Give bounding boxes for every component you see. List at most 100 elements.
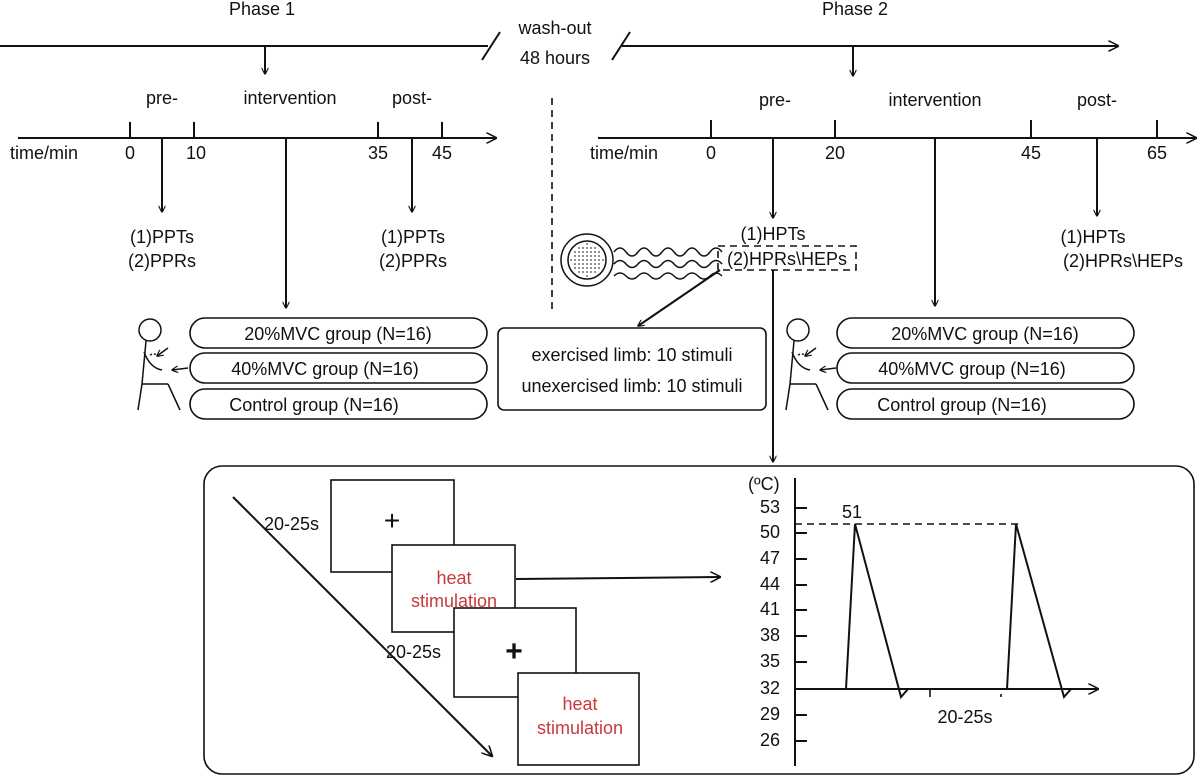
eeg-electrode-dot xyxy=(578,271,580,273)
temp-tick-label: 41 xyxy=(760,599,780,619)
eeg-electrode-dot xyxy=(586,255,588,257)
gap-bracket xyxy=(929,688,1002,697)
phase1-pre-measure-1: (1)PPTs xyxy=(130,227,194,247)
phase2-pre-label: pre- xyxy=(759,90,791,110)
eeg-electrode-dot xyxy=(574,259,576,261)
phase1-pre-label: pre- xyxy=(146,88,178,108)
timeline-break-left xyxy=(481,31,501,61)
eeg-electrode-dot xyxy=(598,255,600,257)
fixation-cross: + xyxy=(505,635,523,668)
temp-tick-label: 47 xyxy=(760,548,780,568)
eeg-electrode-dot xyxy=(590,251,592,253)
phase1-title: Phase 1 xyxy=(229,0,295,19)
seated-person-icon xyxy=(137,318,189,411)
phase2-tick-label: 0 xyxy=(706,143,716,163)
eeg-electrode-dot xyxy=(598,251,600,253)
phase2-post-measure-2: (2)HPRs\HEPs xyxy=(1063,251,1183,271)
phase2-intervention-label: intervention xyxy=(888,90,981,110)
temp-tick-label: 53 xyxy=(760,497,780,517)
phase1-tick-label: 0 xyxy=(125,143,135,163)
phase1-tick-label: 35 xyxy=(368,143,388,163)
temp-tick-label: 26 xyxy=(760,730,780,750)
eeg-waves-icon xyxy=(613,247,723,280)
eeg-electrode-dot xyxy=(590,271,592,273)
eeg-electrode-dot xyxy=(598,259,600,261)
interval-label-2: 20-25s xyxy=(386,642,441,662)
eeg-electrode-dot xyxy=(578,259,580,261)
eeg-electrode-dot xyxy=(590,267,592,269)
eeg-electrode-dot xyxy=(586,243,588,245)
eeg-electrode-dot xyxy=(602,259,604,261)
phase2-group-40mvc xyxy=(836,352,1135,384)
heat-label-line1: heat xyxy=(436,568,471,588)
phase1-post-label: post- xyxy=(392,88,432,108)
phase2-pre-measure-2: (2)HPRs\HEPs xyxy=(727,249,847,269)
eeg-electrode-dot xyxy=(590,247,592,249)
phase1-tick-label: 45 xyxy=(432,143,452,163)
timeline-break-right xyxy=(611,31,631,61)
eeg-electrode-dot xyxy=(574,251,576,253)
phase1-pre-measure-2: (2)PPRs xyxy=(128,251,196,271)
eeg-electrode-dot xyxy=(598,267,600,269)
eeg-electrode-dot xyxy=(586,259,588,261)
group-label: 20%MVC group (N=16) xyxy=(891,324,1079,344)
group-label: Control group (N=16) xyxy=(877,395,1047,415)
interval-label-1: 20-25s xyxy=(264,514,319,534)
eeg-electrode-dot xyxy=(582,255,584,257)
seated-person-icon xyxy=(785,318,837,411)
eeg-electrode-dot xyxy=(594,271,596,273)
phase2-tick-label: 20 xyxy=(825,143,845,163)
eeg-electrode-dot xyxy=(582,271,584,273)
eeg-electrode-dot xyxy=(598,263,600,265)
phase2-axis-label: time/min xyxy=(590,143,658,163)
phase1-post-measure-2: (2)PPRs xyxy=(379,251,447,271)
phase2-pre-measure-1: (1)HPTs xyxy=(740,224,805,244)
eeg-electrode-dot xyxy=(586,271,588,273)
eeg-electrode-dot xyxy=(594,255,596,257)
time-diagonal-arrow xyxy=(232,496,492,756)
phase2-post-measure-1: (1)HPTs xyxy=(1060,227,1125,247)
temp-tick-label: 50 xyxy=(760,522,780,542)
phase1-tick-label: 10 xyxy=(186,143,206,163)
temp-tick-label: 32 xyxy=(760,678,780,698)
temp-unit-label: (ºC) xyxy=(748,474,780,494)
heat-pulse-1 xyxy=(845,523,909,700)
eeg-electrode-dot xyxy=(570,259,572,261)
eeg-electrode-dot xyxy=(578,251,580,253)
eeg-electrode-dot xyxy=(582,267,584,269)
phase1-group-20mvc xyxy=(189,317,488,349)
eeg-electrode-dot xyxy=(594,247,596,249)
stimuli-unexercised: unexercised limb: 10 stimuli xyxy=(521,376,742,396)
hep-to-stimuli-arrow xyxy=(638,269,721,326)
eeg-electrode-dot xyxy=(582,247,584,249)
heat-label-line2: stimulation xyxy=(411,591,497,611)
temp-tick-label: 35 xyxy=(760,651,780,671)
eeg-electrode-dot xyxy=(582,263,584,265)
eeg-electrode-dot xyxy=(590,259,592,261)
eeg-electrode-dot xyxy=(594,259,596,261)
temp-tick-label: 38 xyxy=(760,625,780,645)
eeg-electrode-dot xyxy=(582,259,584,261)
heat-label-line1: heat xyxy=(562,694,597,714)
eeg-electrode-dot xyxy=(574,267,576,269)
phase1-axis-label: time/min xyxy=(10,143,78,163)
gap-label: 20-25s xyxy=(937,707,992,727)
phase1-post-measure-1: (1)PPTs xyxy=(381,227,445,247)
eeg-electrode-dot xyxy=(586,267,588,269)
eeg-electrode-dot xyxy=(590,263,592,265)
eeg-electrode-dot xyxy=(578,255,580,257)
phase1-group-40mvc xyxy=(189,352,488,384)
phase2-title: Phase 2 xyxy=(822,0,888,19)
eeg-electrode-dot xyxy=(578,267,580,269)
eeg-electrode-dot xyxy=(586,275,588,277)
heat-screen-2 xyxy=(517,672,640,766)
phase2-tick-label: 65 xyxy=(1147,143,1167,163)
eeg-electrode-dot xyxy=(590,255,592,257)
eeg-electrode-dot xyxy=(586,251,588,253)
temp-tick-label: 29 xyxy=(760,704,780,724)
eeg-electrode-dot xyxy=(578,263,580,265)
fixation-cross: + xyxy=(384,505,400,536)
phase1-intervention-label: intervention xyxy=(243,88,336,108)
eeg-electrode-dot xyxy=(574,255,576,257)
eeg-electrode-dot xyxy=(594,251,596,253)
